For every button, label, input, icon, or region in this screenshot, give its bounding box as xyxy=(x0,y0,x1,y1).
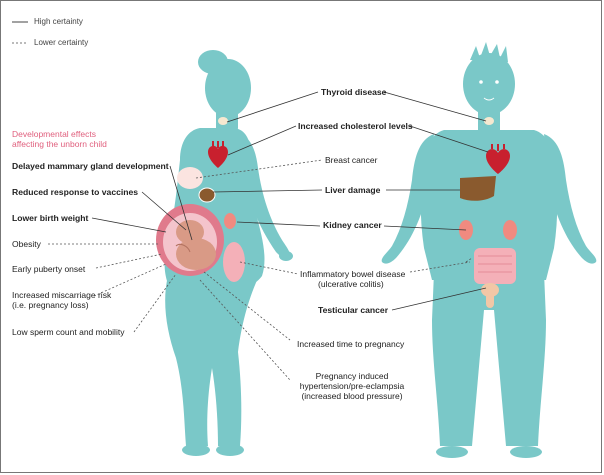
male-intestine xyxy=(474,248,516,284)
male-face xyxy=(479,80,499,101)
label-hypertension-2: hypertension/pre-eclampsia xyxy=(299,381,405,391)
male-heart xyxy=(486,144,510,174)
label-ibd-2: (ulcerative colitis) xyxy=(318,279,384,289)
heading-line-2: affecting the unborn child xyxy=(12,139,107,149)
solid-connectors xyxy=(91,91,489,311)
female-liver xyxy=(198,187,216,203)
label-hypertension-3: (increased blood pressure) xyxy=(301,391,403,401)
label-testicular: Testicular cancer xyxy=(318,305,389,315)
label-miscarriage-2: (i.e. pregnancy loss) xyxy=(12,300,89,310)
label-breast-cancer: Breast cancer xyxy=(325,155,378,165)
label-time-pregnancy: Increased time to pregnancy xyxy=(297,339,405,349)
label-cholesterol: Increased cholesterol levels xyxy=(298,121,413,131)
label-liver: Liver damage xyxy=(325,185,381,195)
label-ibd-1: Inflammatory bowel disease xyxy=(300,269,406,279)
male-reproductive xyxy=(481,283,499,308)
label-vaccines: Reduced response to vaccines xyxy=(12,187,139,197)
female-kidney xyxy=(224,213,236,229)
label-puberty: Early puberty onset xyxy=(12,264,86,274)
female-intestine xyxy=(223,242,245,282)
legend-low-label: Lower certainty xyxy=(34,38,89,47)
breast-shape xyxy=(177,167,203,189)
legend-high-label: High certainty xyxy=(34,17,83,26)
label-mammary: Delayed mammary gland development xyxy=(12,161,169,171)
label-sperm: Low sperm count and mobility xyxy=(12,327,125,337)
label-birth-weight: Lower birth weight xyxy=(12,213,89,223)
dashed-connectors xyxy=(48,159,473,381)
label-obesity: Obesity xyxy=(12,239,41,249)
label-kidney: Kidney cancer xyxy=(323,220,382,230)
female-thyroid xyxy=(218,117,228,125)
male-thyroid xyxy=(484,117,494,125)
label-miscarriage-1: Increased miscarriage risk xyxy=(12,290,112,300)
male-liver xyxy=(460,176,496,201)
heading-line-1: Developmental effects xyxy=(12,129,96,139)
male-figure xyxy=(381,42,597,458)
female-heart xyxy=(208,141,228,168)
label-hypertension-1: Pregnancy induced xyxy=(315,371,389,381)
label-thyroid: Thyroid disease xyxy=(321,87,387,97)
